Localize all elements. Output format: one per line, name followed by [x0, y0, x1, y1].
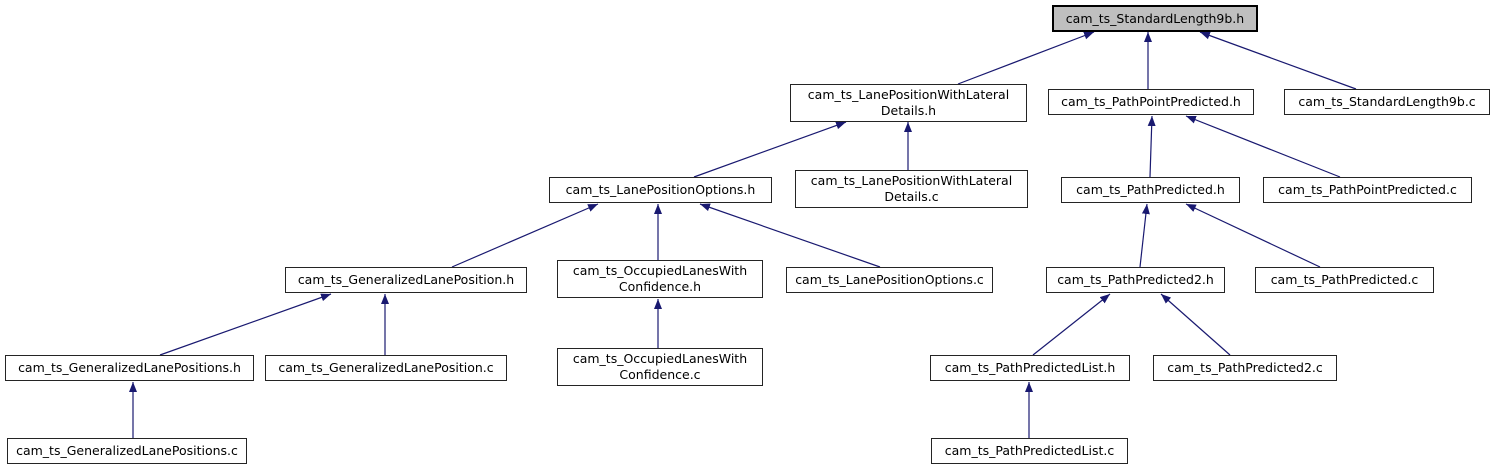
edge-lanepositionoptions-h-to-lanepositionwithlateraldetails-h — [693, 121, 847, 178]
node-cam-ts-pathpredicted-c[interactable]: cam_ts_PathPredicted.c — [1255, 267, 1434, 293]
node-cam-ts-pathpredicted2-c[interactable]: cam_ts_PathPredicted2.c — [1153, 355, 1337, 381]
node-cam-ts-occupiedlaneswithconfidence-c[interactable]: cam_ts_OccupiedLanesWith Confidence.c — [557, 348, 763, 386]
node-cam-ts-generalizedlaneposition-h[interactable]: cam_ts_GeneralizedLanePosition.h — [285, 267, 527, 293]
node-cam-ts-pathpredictedlist-c[interactable]: cam_ts_PathPredictedList.c — [931, 438, 1128, 464]
edge-pathpointpredicted-c-to-pathpointpredicted-h — [1185, 115, 1341, 178]
node-cam-ts-generalizedlanepositions-h[interactable]: cam_ts_GeneralizedLanePositions.h — [5, 355, 254, 381]
node-cam-ts-lanepositionoptions-c[interactable]: cam_ts_LanePositionOptions.c — [786, 267, 993, 293]
edge-generalizedlaneposition-h-to-lanepositionoptions-h — [451, 203, 599, 268]
edge-pathpredicted2-h-to-pathpredicted-h — [1139, 203, 1150, 268]
edge-generalizedlanepositions-h-to-generalizedlaneposition-h — [159, 293, 332, 356]
node-cam-ts-lanepositionwithlateraldetails-h[interactable]: cam_ts_LanePositionWithLateral Details.h — [790, 84, 1027, 122]
node-cam-ts-pathpointpredicted-c[interactable]: cam_ts_PathPointPredicted.c — [1263, 177, 1472, 203]
node-cam-ts-standardlength9b-c[interactable]: cam_ts_StandardLength9b.c — [1284, 89, 1490, 115]
edge-lanepositionoptions-c-to-lanepositionoptions-h — [699, 203, 881, 268]
node-cam-ts-lanepositionwithlateraldetails-c[interactable]: cam_ts_LanePositionWithLateral Details.c — [795, 170, 1028, 208]
node-cam-ts-pathpredicted2-h[interactable]: cam_ts_PathPredicted2.h — [1046, 267, 1225, 293]
node-cam-ts-pathpointpredicted-h[interactable]: cam_ts_PathPointPredicted.h — [1048, 89, 1254, 115]
edge-pathpredicted2-c-to-pathpredicted2-h — [1160, 293, 1231, 356]
node-cam-ts-lanepositionoptions-h[interactable]: cam_ts_LanePositionOptions.h — [549, 177, 772, 203]
node-cam-ts-pathpredicted-h[interactable]: cam_ts_PathPredicted.h — [1061, 177, 1240, 203]
edge-pathpredicted-h-to-pathpointpredicted-h — [1147, 115, 1156, 178]
node-cam-ts-standardlength9b-h[interactable]: cam_ts_StandardLength9b.h — [1052, 5, 1258, 32]
edge-standardlength9b-c-to-standardlength9b-h — [1199, 31, 1357, 90]
node-cam-ts-pathpredictedlist-h[interactable]: cam_ts_PathPredictedList.h — [930, 355, 1130, 381]
edge-pathpredictedlist-h-to-pathpredicted2-h — [1032, 293, 1111, 356]
node-cam-ts-generalizedlanepositions-c[interactable]: cam_ts_GeneralizedLanePositions.c — [7, 438, 247, 464]
node-cam-ts-occupiedlaneswithconfidence-h[interactable]: cam_ts_OccupiedLanesWith Confidence.h — [557, 260, 763, 298]
node-cam-ts-generalizedlaneposition-c[interactable]: cam_ts_GeneralizedLanePosition.c — [265, 355, 507, 381]
edge-pathpredicted-c-to-pathpredicted-h — [1185, 203, 1321, 268]
edge-lanepositionwithlateraldetails-h-to-standardlength9b-h — [957, 31, 1095, 85]
